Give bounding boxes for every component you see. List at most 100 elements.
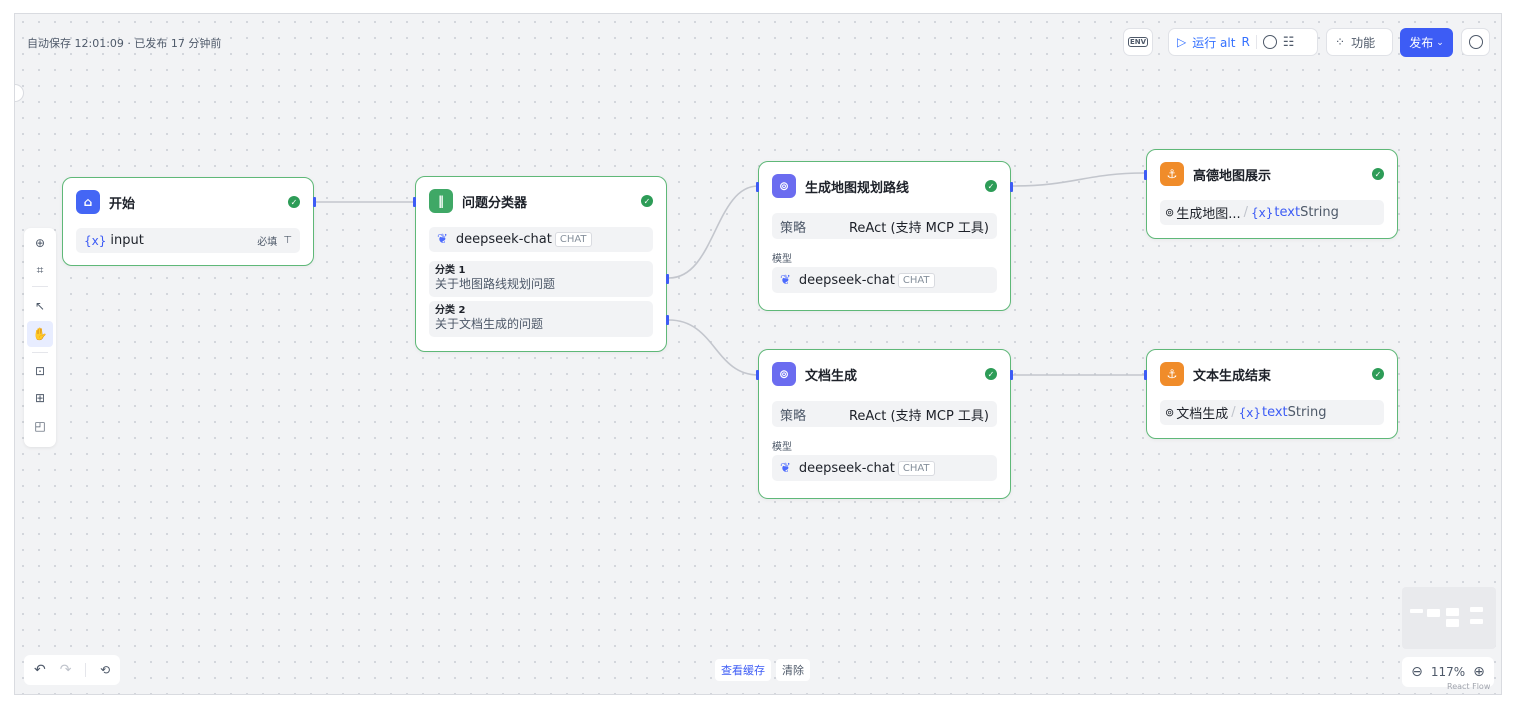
- undo-icon[interactable]: ↶: [34, 662, 46, 678]
- variable-icon: {x}: [1251, 205, 1274, 220]
- node-doc[interactable]: ⊚ 文档生成 ✓ 策略 ReAct (支持 MCP 工具) 模型 ❦ deeps…: [756, 349, 1013, 499]
- strategy-row[interactable]: 策略 ReAct (支持 MCP 工具): [772, 213, 997, 239]
- model-row[interactable]: ❦ deepseek-chat CHAT: [772, 455, 997, 481]
- node-title: 生成地图规划路线: [805, 180, 910, 196]
- model-tag: CHAT: [554, 232, 592, 247]
- run-toolbar: ▷ 运行 alt R ☷: [1168, 28, 1318, 56]
- separator: /: [1243, 205, 1249, 220]
- history-icon: [1468, 35, 1483, 49]
- node-title: 高德地图展示: [1193, 168, 1272, 184]
- check-icon: ✓: [985, 180, 997, 192]
- import-icon[interactable]: ⊡: [34, 364, 46, 378]
- zoom-in-icon[interactable]: ⊕: [1473, 664, 1485, 680]
- home-icon: ⌂: [76, 190, 100, 214]
- brain-icon: ⊚: [1165, 406, 1175, 419]
- category-title: 分类 1: [435, 265, 466, 276]
- clear-cache-button[interactable]: 清除: [776, 659, 810, 681]
- input-port[interactable]: [756, 182, 759, 192]
- publish-label: 发布: [1409, 36, 1434, 50]
- variable-type: String: [1287, 405, 1327, 420]
- layout-icon[interactable]: ⊞: [34, 391, 46, 405]
- text-field-icon: ⊤: [283, 235, 292, 246]
- node-route[interactable]: ⊚ 生成地图规划路线 ✓ 策略 ReAct (支持 MCP 工具) 模型 ❦ d…: [756, 161, 1013, 311]
- input-port[interactable]: [413, 197, 416, 207]
- cache-controls: 查看缓存 清除: [715, 659, 810, 681]
- edge-classifier-route: [668, 185, 759, 279]
- run-shortcut: R: [1241, 35, 1250, 49]
- features-label: 功能: [1351, 35, 1376, 50]
- minimap[interactable]: [1402, 587, 1496, 649]
- strategy-value: ReAct (支持 MCP 工具): [848, 220, 989, 236]
- env-icon: ENV: [1127, 37, 1149, 47]
- model-label: 模型: [772, 442, 792, 453]
- input-var-row[interactable]: {x} input 必填 ⊤: [76, 228, 300, 253]
- history-icon[interactable]: ⟲: [99, 663, 110, 677]
- brain-icon: ⊚: [1165, 206, 1175, 219]
- check-icon: ✓: [1372, 168, 1384, 180]
- edge-classifier-doc: [668, 319, 759, 376]
- output-port[interactable]: [1010, 370, 1013, 380]
- check-icon: ✓: [985, 368, 997, 380]
- output-var-row[interactable]: ⊚ 生成地图... / {x} text String: [1160, 200, 1384, 225]
- input-port[interactable]: [1144, 370, 1147, 380]
- output-port-2[interactable]: [666, 315, 669, 325]
- history-button[interactable]: [1461, 28, 1490, 56]
- category-desc: 关于地图路线规划问题: [435, 277, 556, 291]
- strategy-row[interactable]: 策略 ReAct (支持 MCP 工具): [772, 401, 997, 427]
- category-desc: 关于文档生成的问题: [435, 317, 544, 331]
- view-cache-button[interactable]: 查看缓存: [715, 659, 771, 681]
- anchor-icon: ⚓: [1160, 362, 1184, 386]
- whale-icon: ❦: [780, 460, 791, 476]
- env-button[interactable]: ENV: [1123, 28, 1153, 56]
- split-icon: ‖: [429, 189, 453, 213]
- output-port[interactable]: [313, 197, 316, 207]
- plus-circle-icon[interactable]: ⊕: [34, 236, 46, 250]
- category-1[interactable]: 分类 1 关于地图路线规划问题: [429, 261, 653, 297]
- category-2[interactable]: 分类 2 关于文档生成的问题: [429, 301, 653, 337]
- strategy-label: 策略: [780, 220, 807, 236]
- input-port[interactable]: [1144, 170, 1147, 180]
- play-icon[interactable]: ▷: [1177, 35, 1187, 49]
- run-button[interactable]: 运行 alt: [1192, 35, 1236, 50]
- brain-icon: ⊚: [772, 174, 796, 198]
- source-node: 文档生成: [1176, 407, 1229, 422]
- model-row[interactable]: ❦ deepseek-chat CHAT: [429, 227, 653, 252]
- node-classifier[interactable]: ‖ 问题分类器 ✓ ❦ deepseek-chat CHAT 分类 1 关于地图…: [413, 176, 669, 352]
- input-port[interactable]: [756, 370, 759, 380]
- minimap-icon[interactable]: ◰: [34, 419, 46, 433]
- redo-icon[interactable]: ↷: [59, 662, 72, 678]
- workflow-canvas[interactable]: 自动保存 12:01:09 · 已发布 17 分钟前 ENV ▷ 运行 alt …: [14, 13, 1502, 695]
- model-name: deepseek-chat: [455, 232, 552, 247]
- node-start[interactable]: ⌂ 开始 ✓ {x} input 必填 ⊤: [62, 177, 316, 266]
- output-port[interactable]: [1010, 182, 1013, 192]
- output-var-row[interactable]: ⊚ 文档生成 / {x} text String: [1160, 400, 1384, 425]
- left-toolbar: ⊕ ⌗ ↖ ✋ ⊡ ⊞ ◰: [24, 228, 56, 447]
- edge-route-amap: [1011, 172, 1147, 187]
- node-end[interactable]: ⚓ 文本生成结束 ✓ ⊚ 文档生成 / {x} text String: [1144, 349, 1398, 439]
- separator: /: [1231, 405, 1236, 420]
- edges: [315, 172, 1147, 376]
- publish-button[interactable]: 发布 ⌄: [1400, 28, 1453, 57]
- react-flow-attribution: React Flow: [1447, 682, 1491, 691]
- variable-icon: {x}: [1238, 405, 1261, 420]
- whale-icon: ❦: [437, 232, 448, 247]
- node-title: 问题分类器: [462, 195, 528, 211]
- hand-icon[interactable]: ✋: [27, 321, 53, 347]
- model-tag: CHAT: [897, 272, 935, 288]
- required-label: 必填: [257, 237, 278, 248]
- list-icon[interactable]: ☷: [1282, 34, 1295, 50]
- features-button[interactable]: ⁘ 功能: [1326, 28, 1393, 56]
- check-icon: ✓: [1372, 368, 1384, 380]
- variable-name: text: [1262, 405, 1288, 420]
- model-row[interactable]: ❦ deepseek-chat CHAT: [772, 267, 997, 293]
- node-amap[interactable]: ⚓ 高德地图展示 ✓ ⊚ 生成地图... / {x} text String: [1144, 149, 1398, 239]
- clock-icon[interactable]: [1262, 35, 1277, 49]
- crop-icon[interactable]: ⌗: [36, 262, 44, 277]
- model-tag: CHAT: [897, 460, 935, 476]
- output-port-1[interactable]: [666, 274, 669, 284]
- variable-name: input: [110, 233, 144, 248]
- zoom-out-icon[interactable]: ⊖: [1411, 664, 1423, 680]
- whale-icon: ❦: [780, 272, 791, 288]
- strategy-value: ReAct (支持 MCP 工具): [848, 408, 989, 424]
- pointer-icon[interactable]: ↖: [34, 299, 46, 313]
